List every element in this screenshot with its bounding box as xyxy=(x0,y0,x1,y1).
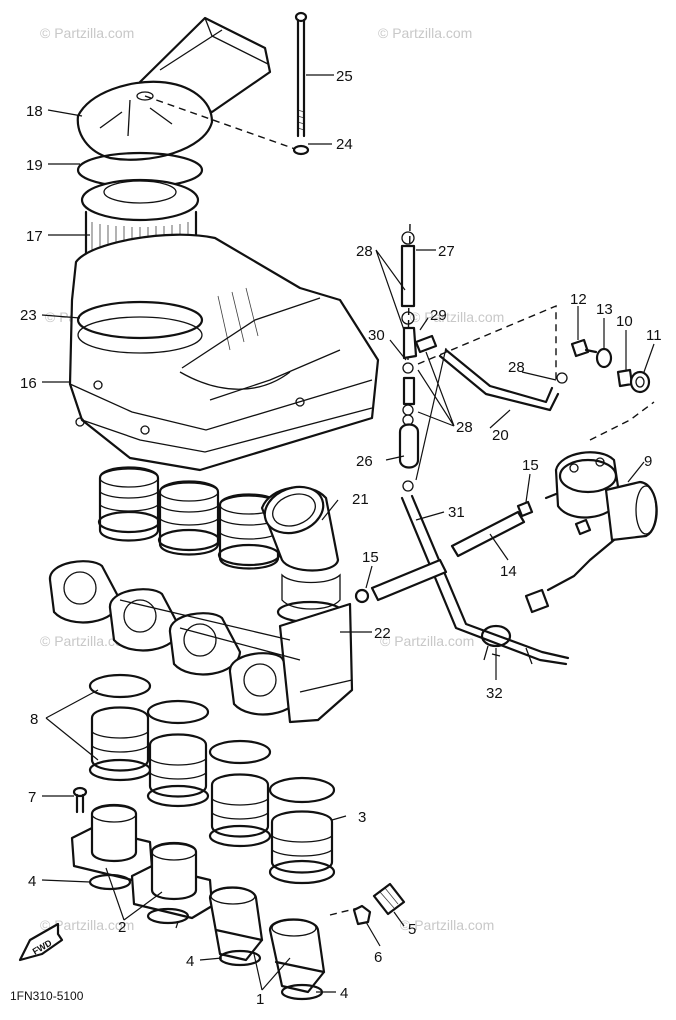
o-ring-4 xyxy=(88,873,132,891)
stud-bolt xyxy=(294,11,308,138)
callout-15: 15 xyxy=(362,549,379,566)
callout-27: 27 xyxy=(438,243,455,260)
callout-4: 4 xyxy=(28,873,36,890)
callout-28: 28 xyxy=(356,243,373,260)
callout-9: 9 xyxy=(644,453,652,470)
callout-11: 11 xyxy=(646,327,662,344)
upper-carb-joints xyxy=(97,466,344,624)
mounting-hardware xyxy=(570,338,651,394)
watermark-text: © Partzilla.com xyxy=(400,917,494,933)
callout-12: 12 xyxy=(570,291,587,308)
carburetor-bank xyxy=(48,560,354,724)
hose-system xyxy=(354,223,570,666)
air-intake-duct xyxy=(76,16,272,161)
watermark-text: © Partzilla.com xyxy=(378,25,472,41)
callout-1: 1 xyxy=(256,991,264,1008)
callout-19: 19 xyxy=(26,157,43,174)
callout-32: 32 xyxy=(486,685,503,702)
watermark-text: © Partzilla.com xyxy=(40,25,134,41)
callout-5: 5 xyxy=(408,921,416,938)
callout-23: 23 xyxy=(20,307,37,324)
screw-7 xyxy=(72,786,88,814)
callout-17: 17 xyxy=(26,228,43,245)
leader-lines xyxy=(41,74,655,993)
callout-4: 4 xyxy=(186,953,194,970)
callout-18: 18 xyxy=(26,103,43,120)
intake-flanges xyxy=(70,804,326,994)
callout-15: 15 xyxy=(522,457,539,474)
callout-10: 10 xyxy=(616,313,633,330)
air-filter-case xyxy=(68,233,380,472)
callout-26: 26 xyxy=(356,453,373,470)
callout-22: 22 xyxy=(374,625,391,642)
watermark-text: © Partzilla.com xyxy=(40,633,134,649)
callout-3: 3 xyxy=(358,809,366,826)
callout-6: 6 xyxy=(374,949,382,966)
callout-14: 14 xyxy=(500,563,517,580)
callout-4: 4 xyxy=(340,985,348,1002)
callout-28: 28 xyxy=(456,419,473,436)
lower-joints xyxy=(88,673,336,885)
callout-25: 25 xyxy=(336,68,353,85)
air-cut-valve xyxy=(524,401,658,614)
nut-6 xyxy=(352,904,372,926)
watermark-text: © Partzilla.com xyxy=(40,917,134,933)
callout-7: 7 xyxy=(28,789,36,806)
assembly-centerline xyxy=(144,95,299,151)
callout-8: 8 xyxy=(30,711,38,728)
diagram-code: 1FN310-5100 xyxy=(10,989,84,1003)
callout-28: 28 xyxy=(508,359,525,376)
watermark-text: © Partzilla.com xyxy=(380,633,474,649)
callout-31: 31 xyxy=(448,504,465,521)
fitting-5 xyxy=(372,882,406,916)
watermarks: © Partzilla.com © Partzilla.com © Partzi… xyxy=(40,25,504,933)
o-ring-4 xyxy=(146,907,190,925)
washer-24 xyxy=(292,144,310,156)
elbow-joint-21 xyxy=(260,485,344,624)
callout-13: 13 xyxy=(596,301,613,318)
callout-29: 29 xyxy=(430,307,447,324)
callout-24: 24 xyxy=(336,136,353,153)
callout-16: 16 xyxy=(20,375,37,392)
callout-2: 2 xyxy=(118,919,126,936)
callout-labels: 18 19 17 23 16 25 24 21 22 28 27 29 30 2… xyxy=(20,68,662,1008)
callout-20: 20 xyxy=(492,427,509,444)
callout-30: 30 xyxy=(368,327,385,344)
watermark-text: © Partzilla.com xyxy=(410,309,504,325)
callout-21: 21 xyxy=(352,491,369,508)
